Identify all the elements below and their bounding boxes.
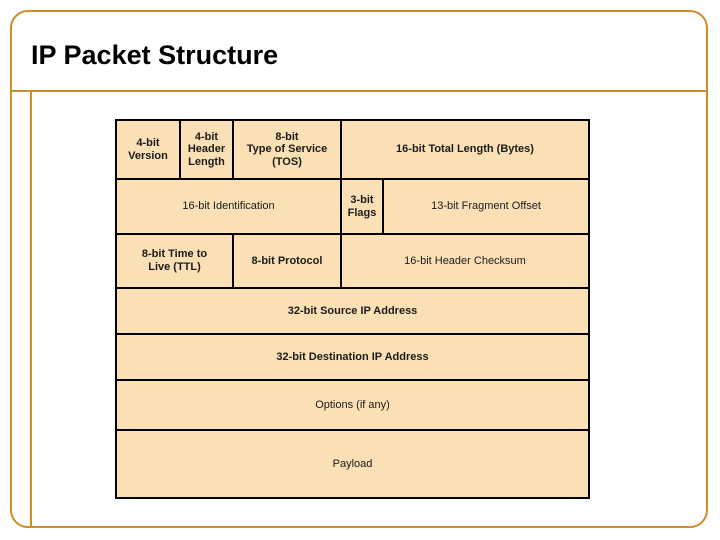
slide-header-divider — [12, 90, 708, 92]
field-flags-line1: 3-bit — [350, 193, 374, 206]
field-total-length: 16-bit Total Length (Bytes) — [339, 119, 591, 180]
field-source-ip-address: 32-bit Source IP Address — [114, 287, 591, 335]
field-protocol: 8-bit Protocol — [232, 233, 342, 289]
field-tos-line2: Type of Service — [246, 143, 328, 156]
field-options: Options (if any) — [114, 379, 591, 431]
payload-row: Payload — [114, 429, 591, 499]
field-payload: Payload — [114, 429, 591, 499]
slide-left-accent-rule — [30, 90, 32, 528]
field-identification: 16-bit Identification — [115, 178, 342, 235]
header-row-6: Options (if any) — [114, 379, 591, 431]
header-row-3: 8-bit Time to Live (TTL) 8-bit Protocol … — [115, 233, 591, 289]
page-title: IP Packet Structure — [31, 40, 279, 70]
field-type-of-service: 8-bit Type of Service (TOS) — [232, 119, 342, 180]
field-header-checksum: 16-bit Header Checksum — [339, 233, 591, 289]
field-tos-line1: 8-bit — [275, 130, 299, 143]
field-fragment-offset: 13-bit Fragment Offset — [381, 178, 591, 235]
field-version: 4-bit Version — [115, 119, 181, 180]
header-row-2: 16-bit Identification 3-bit Flags 13-bit… — [115, 178, 591, 235]
field-ttl-line2: Live (TTL) — [148, 261, 201, 273]
field-header-length-line1: 4-bit — [194, 130, 219, 143]
field-header-length-line3: Length — [188, 155, 225, 168]
header-row-4: 32-bit Source IP Address — [114, 287, 591, 335]
field-version-line2: Version — [128, 149, 168, 162]
header-row-1: 4-bit Version 4-bit Header Length 8-bit … — [115, 119, 591, 180]
field-tos-line3: (TOS) — [272, 155, 302, 168]
field-time-to-live: 8-bit Time to Live (TTL) — [115, 233, 234, 289]
field-header-length-line2: Header — [187, 143, 226, 156]
field-flags-line2: Flags — [347, 206, 377, 219]
field-destination-ip-address: 32-bit Destination IP Address — [114, 333, 591, 381]
field-ttl-line1: 8-bit Time to — [141, 248, 208, 261]
field-version-line1: 4-bit — [136, 136, 160, 149]
header-row-5: 32-bit Destination IP Address — [114, 333, 591, 381]
field-header-length: 4-bit Header Length — [179, 119, 234, 180]
ip-packet-structure-diagram: 4-bit Version 4-bit Header Length 8-bit … — [114, 119, 591, 499]
field-flags: 3-bit Flags — [340, 178, 384, 235]
